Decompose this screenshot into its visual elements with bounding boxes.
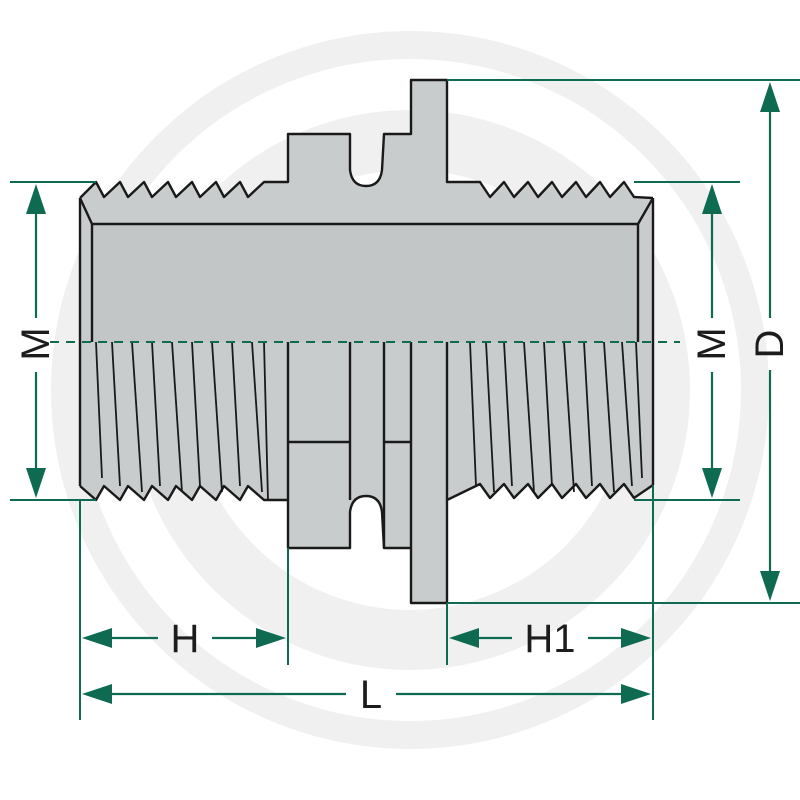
label-thread-length-left: H: [171, 617, 200, 661]
label-thread-right: M: [690, 327, 734, 360]
label-thread-length-right: H1: [524, 617, 575, 661]
fitting-body: [50, 78, 680, 605]
dimension-d: D: [748, 82, 792, 601]
thread-lines-left: [95, 341, 269, 501]
dimension-m-right: M: [690, 184, 734, 498]
dimension-h: H: [82, 617, 286, 661]
thread-lines-right: [469, 341, 643, 493]
label-total-length: L: [360, 673, 382, 717]
dimension-h1: H1: [449, 617, 651, 661]
label-outer-diameter: D: [748, 330, 792, 359]
extension-lines: [10, 79, 800, 720]
hex-flats: [286, 342, 449, 548]
thread-crest-top: [79, 78, 654, 200]
thread-crest-bottom: [79, 482, 654, 605]
label-thread-left: M: [14, 327, 58, 360]
dimension-l: L: [82, 673, 651, 717]
dimension-m-left: M: [14, 184, 58, 498]
